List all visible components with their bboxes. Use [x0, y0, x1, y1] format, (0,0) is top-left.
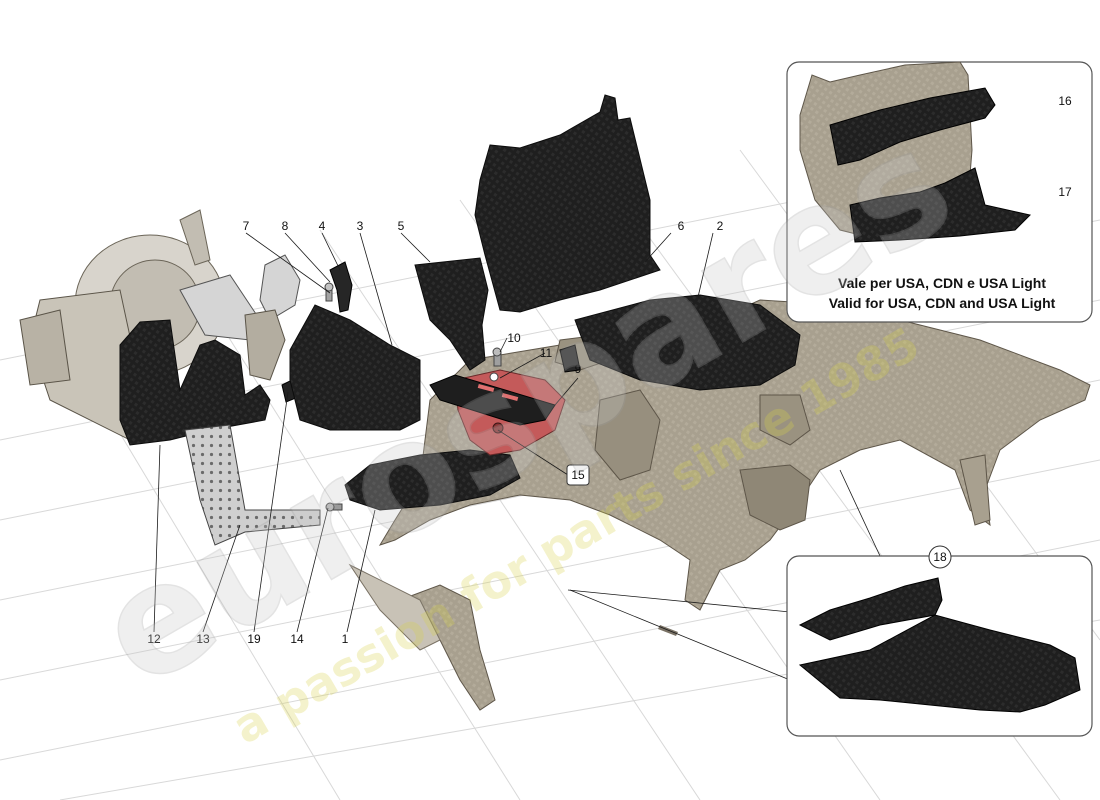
part-18-mat-lower: [798, 614, 1081, 713]
callout-6: 6: [678, 219, 685, 233]
inset-caption-line1: Vale per USA, CDN e USA Light: [838, 275, 1046, 291]
part-7-8-bolts: [324, 282, 334, 302]
callout-4: 4: [319, 219, 326, 233]
callout-10: 10: [507, 331, 521, 345]
callout-11: 11: [540, 346, 553, 360]
callout-18: 18: [933, 550, 947, 564]
part-9-cover-plate: [429, 374, 556, 426]
part-4-bracket: [329, 261, 353, 313]
callout-2: 2: [717, 219, 724, 233]
inset-part-18: [786, 555, 1093, 737]
callout-labels: 7 8 4 3 5 6 2 10 11 9 12 13 19 14 1 16 1…: [147, 94, 1072, 646]
part-17-trim: [849, 167, 1031, 243]
callout-8: 8: [282, 219, 289, 233]
callout-15-box: 15: [566, 464, 590, 486]
part-6-rear-panel: [474, 94, 661, 313]
inset-usa-variant: Vale per USA, CDN e USA Light Valid for …: [786, 61, 1093, 323]
callout-14: 14: [290, 632, 304, 646]
part-1-floor-mat: [344, 449, 521, 511]
callout-18-circle: 18: [928, 545, 952, 569]
part-10-11-fasteners: [489, 347, 504, 434]
part-16-trim: [829, 87, 996, 166]
callout-17: 17: [1058, 185, 1072, 199]
callout-7: 7: [243, 219, 250, 233]
callout-15: 15: [571, 468, 585, 482]
callout-9: 9: [575, 362, 582, 376]
callout-5: 5: [398, 219, 405, 233]
part-floor-strip: [348, 563, 441, 651]
part-3-side-panel: [289, 304, 421, 431]
callout-3: 3: [357, 219, 364, 233]
part-12-mat: [119, 319, 271, 446]
small-bracket: [559, 344, 581, 373]
callout-1: 1: [342, 632, 349, 646]
part-2-floor-mat: [574, 294, 801, 391]
inset-caption-line2: Valid for USA, CDN and USA Light: [829, 295, 1056, 311]
part-18-mat-upper: [798, 577, 943, 641]
callout-12: 12: [147, 632, 161, 646]
callout-16: 16: [1058, 94, 1072, 108]
part-5-tunnel-panel: [414, 257, 489, 371]
callout-13: 13: [196, 632, 210, 646]
part-9-slots: [477, 383, 519, 402]
part-13-footrest: [184, 424, 321, 546]
callout-19: 19: [247, 632, 261, 646]
